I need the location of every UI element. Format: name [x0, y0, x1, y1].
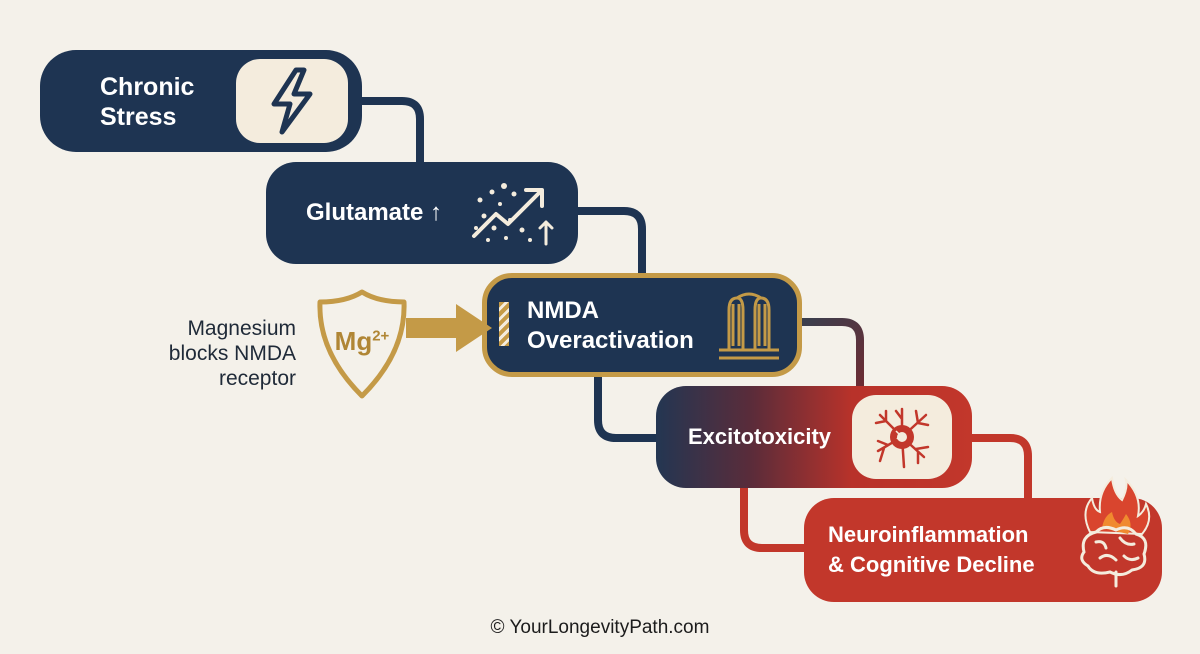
damaged-neuron-icon — [852, 395, 952, 479]
step-neuroinflammation: Neuroinflammation & Cognitive Decline — [804, 475, 1162, 602]
step-5-line-1: Neuroinflammation — [828, 522, 1029, 547]
shield-superscript: 2+ — [372, 327, 390, 345]
step-1-label: Chronic Stress — [100, 72, 194, 132]
receptor-channel-icon — [709, 288, 789, 364]
shield-label: Mg2+ — [312, 326, 412, 357]
step-3-line-2: Overactivation — [527, 327, 694, 354]
connector-3-4-left — [594, 377, 656, 442]
step-2-label: Glutamate ↑ — [306, 199, 443, 226]
step-nmda-overactivation: NMDA Overactivation — [482, 273, 802, 377]
step-glutamate: Glutamate ↑ — [266, 162, 578, 264]
magnesium-note: Magnesium blocks NMDA receptor — [120, 316, 296, 391]
connector-3-4-right — [802, 318, 864, 386]
shield-mg-text: Mg — [334, 326, 373, 356]
step-4-label: Excitotoxicity — [688, 424, 832, 449]
lightning-bolt-icon — [236, 59, 348, 143]
copyright-footer: © YourLongevityPath.com — [490, 617, 710, 638]
step-excitotoxicity: Excitotoxicity — [656, 386, 972, 488]
note-line-3: receptor — [218, 367, 296, 390]
connector-2-3 — [578, 207, 646, 273]
shield-icon: Mg2+ — [312, 288, 412, 400]
note-line-2: blocks NMDA — [168, 342, 296, 365]
step-3-label: NMDA Overactivation — [527, 296, 694, 356]
step-3-line-1: NMDA — [527, 297, 599, 324]
step-5-line-2: & Cognitive Decline — [828, 552, 1035, 577]
step-5-label: Neuroinflammation & Cognitive Decline — [828, 520, 1035, 580]
block-arrow — [406, 304, 492, 352]
receptor-blocked-marker — [499, 302, 509, 346]
connector-1-2 — [362, 97, 424, 162]
connector-4-5-left — [740, 488, 804, 552]
brain-on-fire-icon — [1070, 472, 1156, 590]
note-line-1: Magnesium — [187, 317, 296, 340]
step-1-line-1: Chronic — [100, 73, 195, 101]
rising-particles-icon — [470, 180, 556, 246]
connector-4-5-right — [972, 434, 1032, 498]
step-chronic-stress: Chronic Stress — [40, 50, 362, 152]
step-1-line-2: Stress — [100, 103, 177, 131]
